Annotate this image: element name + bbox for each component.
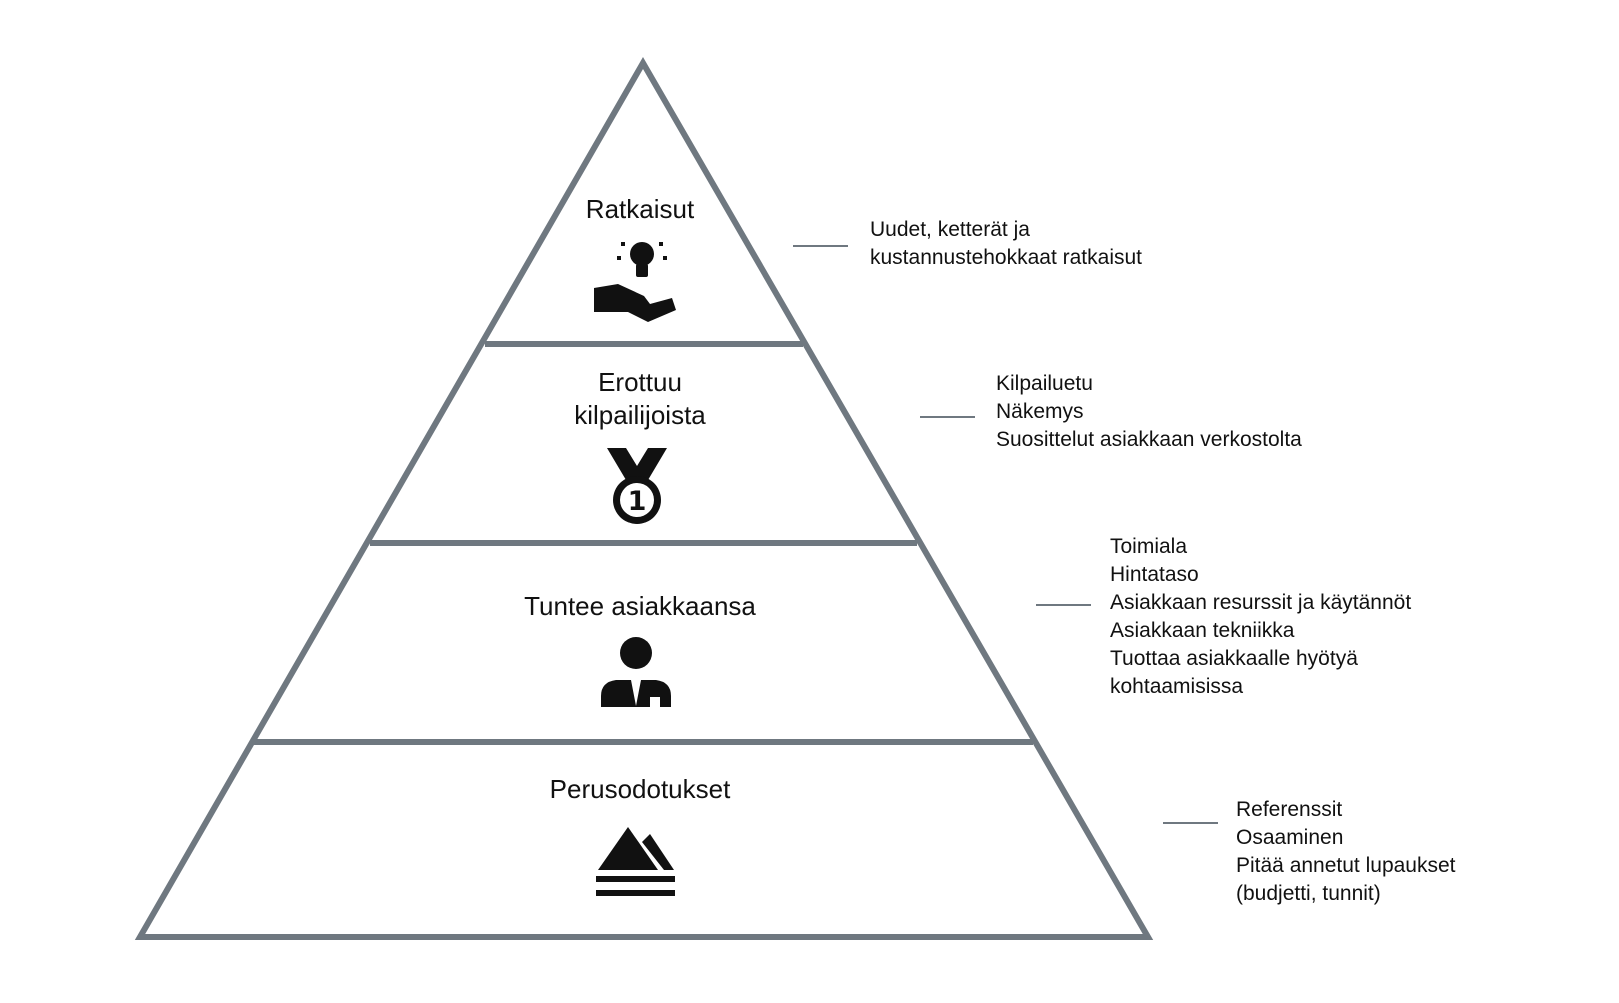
level-2-details: Kilpailuetu Näkemys Suosittelut asiakkaa… xyxy=(996,370,1302,454)
pyramid-triangle xyxy=(134,56,1154,940)
level-1-detail: kustannustehokkaat ratkaisut xyxy=(870,246,1142,269)
level-4-detail: (budjetti, tunnit) xyxy=(1236,882,1381,905)
level-4-detail: Pitää annetut lupaukset xyxy=(1236,854,1456,877)
foundation-mountain-icon xyxy=(596,827,675,896)
level-1-details: Uudet, ketterät ja kustannustehokkaat ra… xyxy=(870,216,1142,272)
level-3-detail: Asiakkaan resurssit ja käytännöt xyxy=(1110,591,1412,614)
level-4-details: Referenssit Osaaminen Pitää annetut lupa… xyxy=(1236,796,1456,908)
level-1-detail: Uudet, ketterät ja xyxy=(870,218,1030,241)
level-3-detail: Hintataso xyxy=(1110,563,1199,586)
level-3-detail: Tuottaa asiakkaalle hyötyä xyxy=(1110,647,1358,670)
level-2-title: Erottuu kilpailijoista xyxy=(540,366,740,432)
level-3-title: Tuntee asiakkaansa xyxy=(490,590,790,623)
level-1-title-line: Ratkaisut xyxy=(585,194,695,224)
level-3-title-line: Tuntee asiakkaansa xyxy=(524,591,756,621)
level-3-details: Toimiala Hintataso Asiakkaan resurssit j… xyxy=(1110,533,1411,701)
medal-number: 1 xyxy=(628,486,647,517)
level-1-connector xyxy=(793,245,848,247)
level-4-detail: Referenssit xyxy=(1236,798,1343,821)
level-2-detail: Kilpailuetu xyxy=(996,372,1093,395)
person-tie-icon xyxy=(601,637,671,707)
level-2-connector xyxy=(920,416,975,418)
level-4-title: Perusodotukset xyxy=(490,773,790,806)
level-2-detail: Näkemys xyxy=(996,400,1084,423)
level-3-detail: Asiakkaan tekniikka xyxy=(1110,619,1295,642)
level-3-connector xyxy=(1036,604,1091,606)
level-3-detail: kohtaamisissa xyxy=(1110,675,1244,698)
level-4-title-line: Perusodotukset xyxy=(549,774,731,804)
level-1-title: Ratkaisut xyxy=(540,193,740,226)
level-2-title-line-1: Erottuu xyxy=(598,367,682,397)
lightbulb-hand-icon xyxy=(594,242,676,322)
level-4-connector xyxy=(1163,822,1218,824)
level-3-detail: Toimiala xyxy=(1110,535,1188,558)
level-4-detail: Osaaminen xyxy=(1236,826,1344,849)
medal-first-place-icon: 1 xyxy=(607,448,667,524)
level-2-detail: Suosittelut asiakkaan verkostolta xyxy=(996,428,1302,451)
level-2-title-line-2: kilpailijoista xyxy=(574,400,706,430)
